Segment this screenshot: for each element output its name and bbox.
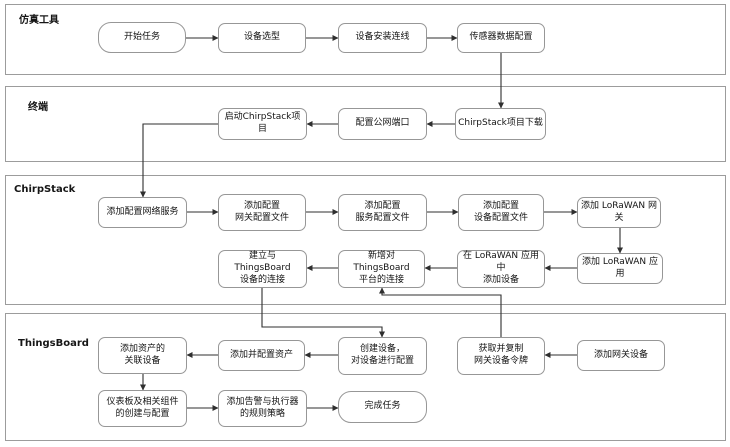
flowchart-node-device-install-wiring: 设备安装连线: [338, 23, 427, 53]
flowchart-node-create-and-configure-device: 创建设备， 对设备进行配置: [338, 337, 427, 375]
flowchart-node-chirpstack-project-download: ChirpStack项目下载: [455, 108, 546, 140]
flowchart-node-launch-chirpstack-project: 启动ChirpStack项目: [218, 108, 307, 140]
flowchart-node-add-and-configure-asset: 添加并配置资产: [218, 340, 305, 371]
flowchart-node-establish-thingsboard-device-connection: 建立与ThingsBoard 设备的连接: [218, 250, 307, 288]
flowchart-node-add-service-config-file: 添加配置 服务配置文件: [338, 194, 427, 231]
flowchart-node-add-thingsboard-platform-connection: 新增对ThingsBoard 平台的连接: [338, 250, 425, 288]
flowchart-node-add-asset-related-device: 添加资产的 关联设备: [98, 337, 187, 374]
flowchart-node-add-gateway-device: 添加网关设备: [577, 340, 665, 371]
flowchart-node-add-lorawan-gateway: 添加 LoRaWAN 网关: [577, 197, 661, 228]
flowchart-node-add-gateway-config-file: 添加配置 网关配置文件: [218, 194, 306, 231]
swimlane-label-thingsboard: ThingsBoard: [18, 338, 89, 349]
flowchart-node-start-task: 开始任务: [98, 22, 186, 53]
flowchart-node-dashboard-components-creation: 仪表板及相关组件 的创建与配置: [98, 390, 187, 427]
flowchart-node-add-lorawan-app: 添加 LoRaWAN 应用: [577, 253, 663, 284]
flowchart-node-add-device-config-file: 添加配置 设备配置文件: [458, 194, 544, 231]
flowchart-node-add-device-in-lorawan-app: 在 LoRaWAN 应用中 添加设备: [457, 250, 545, 288]
swimlane-label-simulation-tool: 仿真工具: [19, 15, 59, 26]
flowchart-node-add-config-network-service: 添加配置网络服务: [98, 197, 187, 228]
flowchart-node-finish-task: 完成任务: [338, 391, 427, 423]
flowchart-node-add-alarm-actuator-rules: 添加告警与执行器 的规则策略: [218, 390, 307, 427]
flowchart-node-get-copy-gateway-token: 获取并复制 网关设备令牌: [457, 337, 545, 375]
flowchart-node-configure-public-port: 配置公网端口: [338, 108, 427, 140]
swimlane-label-terminal: 终端: [28, 102, 48, 113]
swimlane-label-chirpstack: ChirpStack: [14, 184, 76, 195]
flowchart-node-sensor-data-config: 传感器数据配置: [457, 23, 545, 53]
flowchart-node-device-selection: 设备选型: [218, 23, 306, 53]
